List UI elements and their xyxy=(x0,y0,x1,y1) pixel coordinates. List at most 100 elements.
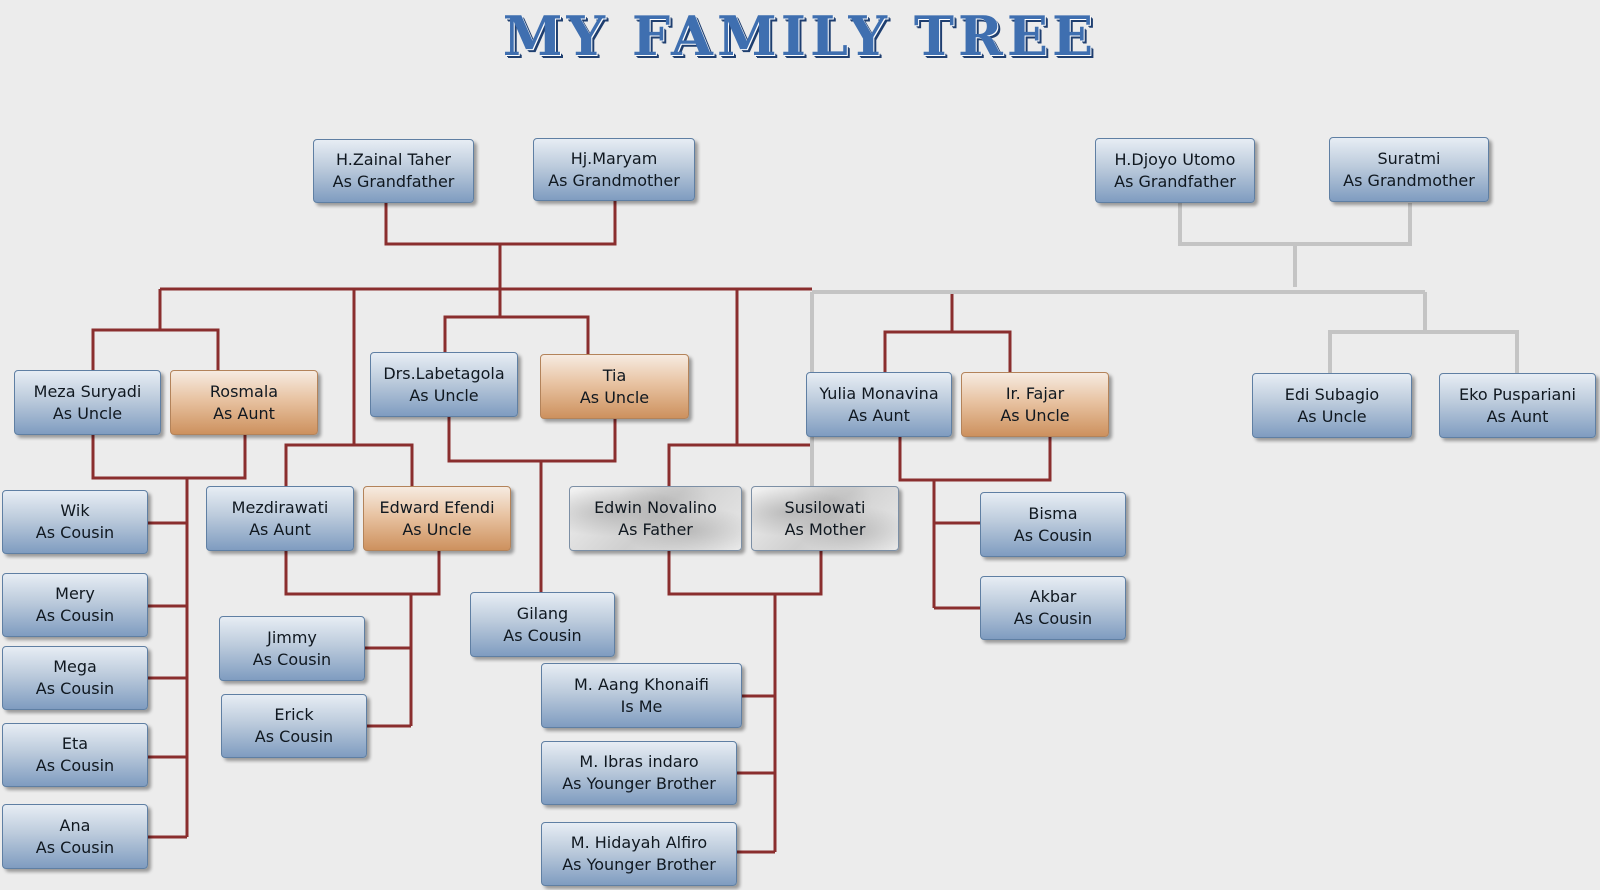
member-name: Edwin Novalino xyxy=(594,497,717,517)
member-name: Erick xyxy=(274,705,314,724)
member-name: Suratmi xyxy=(1377,148,1441,168)
member-role: As Cousin xyxy=(1013,525,1093,545)
member-role: As Cousin xyxy=(35,606,115,625)
node-mery: Mery As Cousin xyxy=(2,573,148,637)
node-hidayah: M. Hidayah Alfiro As Younger Brother xyxy=(541,822,737,886)
node-zainal: H.Zainal Taher As Grandfather xyxy=(313,139,474,203)
node-eta: Eta As Cousin xyxy=(2,723,148,787)
member-name: Tia xyxy=(602,365,627,385)
member-role: As Aunt xyxy=(848,405,910,425)
node-susilowati: Susilowati As Mother xyxy=(751,486,899,551)
member-name: Eko Puspariani xyxy=(1459,384,1576,404)
member-name: Mery xyxy=(55,584,95,603)
member-role: As Grandmother xyxy=(548,170,680,190)
node-akbar: Akbar As Cousin xyxy=(980,576,1126,640)
connector xyxy=(91,328,220,370)
node-djoyo: H.Djoyo Utomo As Grandfather xyxy=(1095,138,1255,203)
node-suratmi: Suratmi As Grandmother xyxy=(1329,137,1489,202)
node-rosmala: Rosmala As Aunt xyxy=(170,370,318,435)
node-fajar: Ir. Fajar As Uncle xyxy=(961,372,1109,437)
member-role: As Mother xyxy=(784,519,866,539)
node-mezdirawati: Mezdirawati As Aunt xyxy=(206,486,354,551)
member-role: As Cousin xyxy=(1013,609,1093,628)
member-role: As Cousin xyxy=(35,837,115,857)
member-name: Jimmy xyxy=(267,627,317,647)
connector xyxy=(443,315,590,354)
member-name: Wik xyxy=(60,501,90,520)
member-name: Eta xyxy=(61,734,89,753)
member-role: As Cousin xyxy=(503,625,582,645)
node-meza: Meza Suryadi As Uncle xyxy=(14,370,161,435)
member-role: As Cousin xyxy=(35,756,115,775)
member-name: Ir. Fajar xyxy=(1005,383,1065,403)
member-name: M. Hidayah Alfiro xyxy=(570,833,708,852)
member-role: As Cousin xyxy=(35,523,115,542)
node-gilang: Gilang As Cousin xyxy=(470,592,615,657)
member-role: As Aunt xyxy=(1486,406,1549,426)
node-eko: Eko Puspariani As Aunt xyxy=(1439,373,1596,438)
member-role: As Cousin xyxy=(35,679,115,698)
connector xyxy=(667,551,823,596)
member-role: As Grandfather xyxy=(332,172,455,191)
member-name: Edi Subagio xyxy=(1284,384,1380,404)
member-role: As Aunt xyxy=(213,403,275,423)
member-name: Susilowati xyxy=(784,497,866,517)
member-name: Mega xyxy=(53,657,97,676)
member-role: As Aunt xyxy=(249,519,311,539)
node-ibras: M. Ibras indaro As Younger Brother xyxy=(541,741,737,805)
connector xyxy=(667,443,812,486)
node-wik: Wik As Cousin xyxy=(2,490,148,554)
connector xyxy=(898,437,1052,482)
node-mega: Mega As Cousin xyxy=(2,646,148,710)
connector xyxy=(384,201,617,246)
paternal-connectors xyxy=(91,201,1052,854)
node-edwin: Edwin Novalino As Father xyxy=(569,486,742,551)
connector xyxy=(447,417,617,463)
member-role: As Uncle xyxy=(579,387,650,407)
member-role: As Uncle xyxy=(402,519,472,539)
member-name: Ana xyxy=(59,815,91,835)
member-name: Gilang xyxy=(516,603,569,623)
node-bisma: Bisma As Cousin xyxy=(980,492,1126,557)
member-role: As Cousin xyxy=(252,649,332,669)
connector xyxy=(1328,330,1519,373)
member-role: As Father xyxy=(618,519,693,539)
member-role: As Uncle xyxy=(1297,406,1367,426)
member-name: Edward Efendi xyxy=(379,497,495,517)
member-name: Bisma xyxy=(1028,503,1078,523)
member-name: Mezdirawati xyxy=(231,497,329,517)
connector xyxy=(91,435,247,480)
connector xyxy=(1178,203,1412,246)
node-yulia: Yulia Monavina As Aunt xyxy=(806,372,952,437)
member-name: H.Djoyo Utomo xyxy=(1114,149,1236,169)
connector xyxy=(284,551,441,596)
member-name: Akbar xyxy=(1029,587,1077,606)
member-role: As Grandfather xyxy=(1114,171,1236,191)
node-edward: Edward Efendi As Uncle xyxy=(363,486,511,551)
member-role: As Uncle xyxy=(52,403,123,423)
node-tia: Tia As Uncle xyxy=(540,354,689,419)
node-aang: M. Aang Khonaifi Is Me xyxy=(541,663,742,728)
member-name: H.Zainal Taher xyxy=(335,150,451,169)
connector xyxy=(284,443,414,486)
node-ana: Ana As Cousin xyxy=(2,804,148,869)
member-role: As Uncle xyxy=(409,385,479,405)
page-title: MY FAMILY TREE xyxy=(502,4,1098,68)
node-maryam: Hj.Maryam As Grandmother xyxy=(533,138,695,201)
member-name: Drs.Labetagola xyxy=(383,363,505,383)
node-erick: Erick As Cousin xyxy=(221,694,367,758)
maternal-connectors xyxy=(810,203,1519,486)
member-role: As Grandmother xyxy=(1343,170,1475,190)
member-role: As Cousin xyxy=(254,727,334,746)
member-name: Meza Suryadi xyxy=(33,381,142,401)
member-name: Yulia Monavina xyxy=(819,383,939,403)
node-jimmy: Jimmy As Cousin xyxy=(219,616,365,681)
member-role: As Younger Brother xyxy=(562,774,716,793)
member-name: Rosmala xyxy=(209,381,279,401)
connector xyxy=(883,330,1012,372)
member-role: As Uncle xyxy=(1000,405,1070,425)
node-labetagola: Drs.Labetagola As Uncle xyxy=(370,352,518,417)
member-name: M. Ibras indaro xyxy=(579,752,699,771)
member-role: As Younger Brother xyxy=(562,855,716,874)
